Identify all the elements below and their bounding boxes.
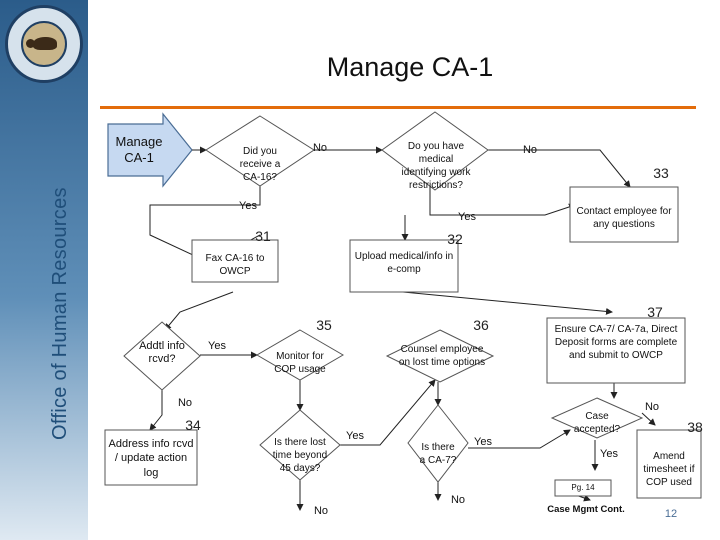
decision-lost-time-label: Is there lost time beyond 45 days? xyxy=(272,437,328,474)
no-addtl-label: No xyxy=(177,397,193,409)
decision-lost-time xyxy=(259,409,341,481)
no-accepted-label: No xyxy=(644,401,660,413)
no-receive-label: No xyxy=(312,142,328,154)
no-ca7-label: No xyxy=(450,494,466,506)
start-arrow-shape xyxy=(107,112,193,188)
amend-timesheet-box xyxy=(636,429,702,499)
case-mgmt-label: Case Mgmt Cont. xyxy=(547,504,625,515)
decision-receive-ca16 xyxy=(205,115,315,187)
monitor-cop-shape xyxy=(256,329,344,381)
connector xyxy=(641,412,656,426)
step-number-36: 36 xyxy=(473,317,489,333)
decision-case-accepted xyxy=(550,397,644,439)
contact-employee-box xyxy=(569,186,679,243)
ensure-forms-box xyxy=(546,317,686,384)
no-medical-label: No xyxy=(522,144,538,156)
connector xyxy=(149,186,261,263)
address-info-box xyxy=(104,429,198,486)
yes-medical-label: Yes xyxy=(458,211,476,223)
step-number-32: 32 xyxy=(447,231,463,247)
decision-addtl-info xyxy=(123,321,201,391)
contact-employee-label: Contact employee for any questions xyxy=(576,206,672,230)
connector xyxy=(164,291,234,331)
decision-medical-label: Do you have medical identifying work res… xyxy=(401,141,471,191)
yes-accepted-label: Yes xyxy=(600,448,618,460)
yes-ca7-label: Yes xyxy=(474,436,492,448)
connector xyxy=(468,429,571,449)
upload-medical-box xyxy=(349,239,459,293)
step-number-35: 35 xyxy=(316,317,332,333)
step-number-34: 34 xyxy=(185,417,201,433)
page-ref-box xyxy=(554,479,612,497)
amend-timesheet-label: Amend timesheet if COP used xyxy=(643,451,695,488)
upload-medical-label: Upload medical/info in e-comp xyxy=(354,251,454,275)
address-info-label: Address info rcvd / update action log xyxy=(108,438,194,479)
counsel-employee-shape xyxy=(385,329,495,383)
decision-ca7-label: Is there a CA-7? xyxy=(419,442,457,466)
step-number-31: 31 xyxy=(255,228,271,244)
yes-lost-label: Yes xyxy=(346,430,364,442)
step-number-38: 38 xyxy=(687,419,703,435)
decision-ca7 xyxy=(407,404,469,483)
step-number-37: 37 xyxy=(647,304,663,320)
yes-receive-label: Yes xyxy=(239,200,257,212)
fax-ca16-label: Fax CA-16 to OWCP xyxy=(205,253,265,277)
connector xyxy=(340,379,436,446)
connector xyxy=(402,291,613,315)
page-title: Manage CA-1 xyxy=(326,52,494,82)
connector xyxy=(488,149,631,188)
department-seal xyxy=(5,5,83,83)
bison-icon xyxy=(26,37,57,50)
title-divider xyxy=(100,106,696,109)
yes-addtl-label: Yes xyxy=(208,340,226,352)
ensure-forms-label: Ensure CA-7/ CA-7a, Direct Deposit forms… xyxy=(554,324,678,361)
step-number-33: 33 xyxy=(653,165,669,181)
fax-ca16-box xyxy=(191,239,279,283)
counsel-employee-label: Counsel employee on lost time options xyxy=(398,344,486,368)
page-ref-label: Pg. 14 xyxy=(571,483,595,492)
decision-addtl-info-label: Addtl info rcvd? xyxy=(139,340,185,366)
monitor-cop-label: Monitor for COP usage xyxy=(274,351,326,375)
no-lost-label: No xyxy=(313,505,329,517)
decision-case-accepted-label: Case accepted? xyxy=(573,411,621,435)
connector xyxy=(149,385,163,431)
connector xyxy=(429,186,576,216)
decision-medical-restrictions xyxy=(381,111,489,191)
page-number: 12 xyxy=(664,508,678,520)
seal-emblem xyxy=(21,21,67,67)
decision-receive-ca16-label: Did you receive a CA-16? xyxy=(239,146,281,183)
start-arrow-label: Manage CA-1 xyxy=(115,134,163,165)
sidebar: Office of Human Resources xyxy=(0,0,88,540)
